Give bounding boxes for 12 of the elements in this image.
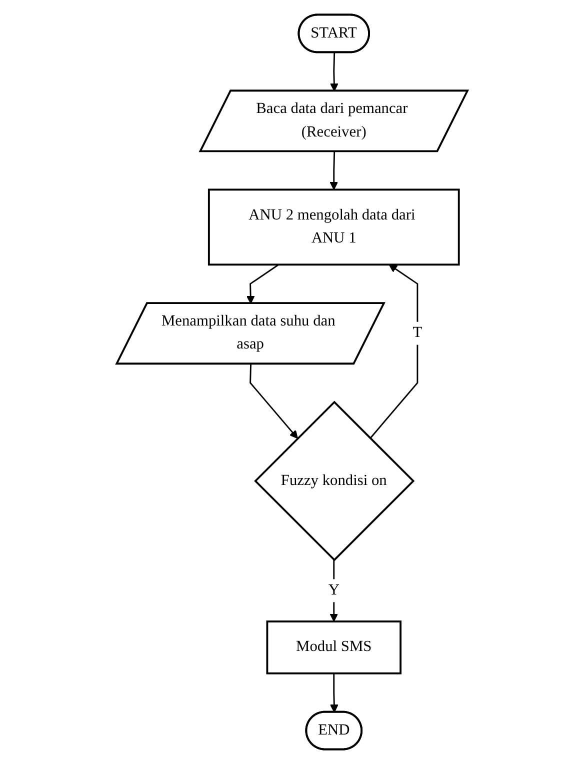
arrow (330, 52, 338, 91)
node-box: ANU 2 mengolah data dari ANU 1 (208, 188, 460, 266)
edge-label: T (412, 324, 422, 341)
arrow (370, 264, 418, 438)
arrow (246, 264, 279, 304)
arrow (330, 559, 338, 622)
edge-label: Y (328, 582, 340, 598)
arrow (330, 151, 338, 190)
arrow (330, 672, 338, 712)
arrow (249, 364, 298, 438)
node-box: Modul SMS (266, 620, 402, 674)
node-diamond: Fuzzy kondisi on (254, 400, 415, 561)
